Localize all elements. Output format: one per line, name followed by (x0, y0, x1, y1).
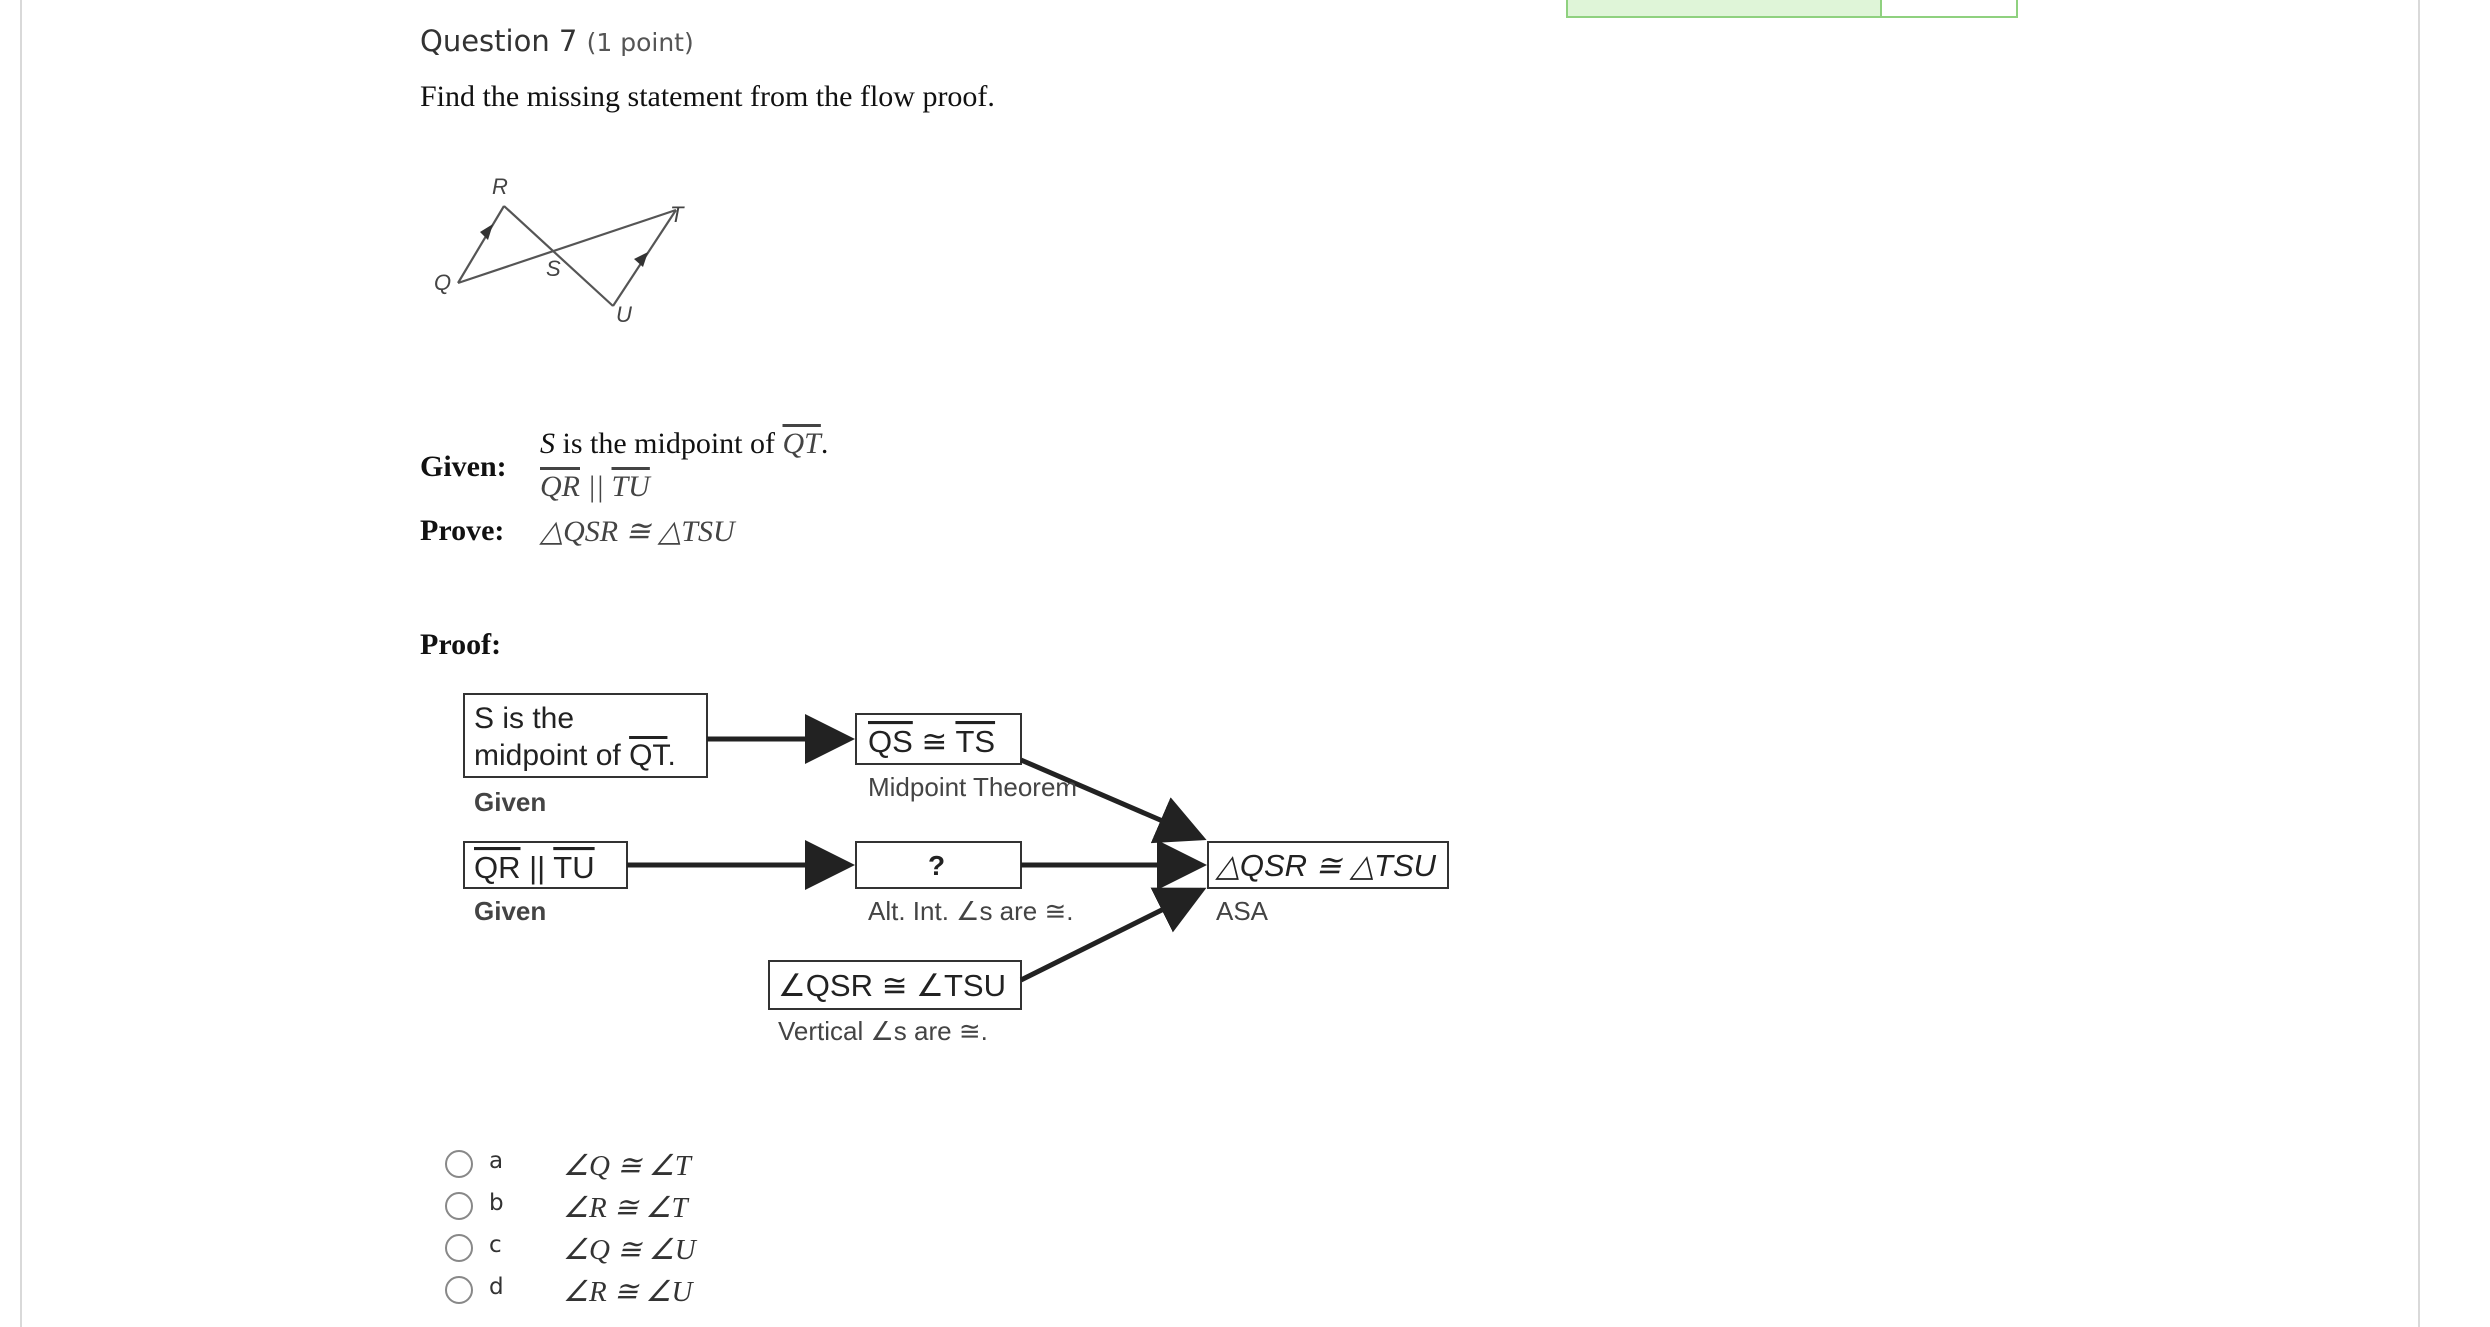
proof-box-missing (855, 841, 1022, 889)
given-statement-2: QR || TU (540, 470, 650, 504)
box2-segment-qs: QS (868, 724, 913, 759)
given-statement-1: S is the midpoint of QT. (540, 427, 828, 461)
box3-text: QR || TU (474, 850, 595, 885)
page-border-left (20, 0, 22, 1327)
label-r: R (492, 174, 508, 199)
proof-box-qs-ts (855, 713, 1022, 765)
option-letter-c: c (489, 1232, 502, 1258)
option-b[interactable]: b ∠R ≅ ∠T (445, 1190, 745, 1230)
box2-reason: Midpoint Theorem (868, 772, 1077, 802)
proof-box-vertical (768, 960, 1022, 1010)
box1-period: . (667, 739, 675, 772)
given-segment-qt: QT (782, 427, 821, 460)
given-point-s: S (540, 427, 555, 460)
option-letter-a: a (489, 1148, 504, 1174)
question-title: Question 7 (420, 24, 578, 58)
proof-label: Proof: (420, 628, 502, 661)
option-letter-b: b (489, 1190, 504, 1216)
box5-text: ∠QSR ≅ ∠TSU (778, 968, 1006, 1003)
proof-box-conclusion (1207, 841, 1449, 889)
given-period: . (820, 427, 829, 460)
option-text-b: ∠R ≅ ∠T (563, 1192, 688, 1224)
box4-reason: Alt. Int. ∠s are ≅. (868, 896, 1074, 926)
question-prompt: Find the missing statement from the flow… (420, 80, 995, 113)
radio-c[interactable] (445, 1234, 473, 1262)
label-s: S (546, 256, 561, 281)
box2-congruent: ≅ (913, 724, 956, 759)
triangle-figure: R T Q S U (434, 174, 685, 327)
arrow-box5-box6 (1019, 887, 1207, 983)
option-text-c: ∠Q ≅ ∠U (563, 1234, 696, 1266)
box1-reason: Given (474, 787, 546, 817)
parallel-arrow-tu (634, 252, 648, 267)
box6-reason: ASA (1216, 896, 1269, 926)
box2-text: QS ≅ TS (868, 724, 995, 759)
prove-label: Prove: (420, 514, 505, 547)
box3-reason: Given (474, 896, 546, 926)
option-c[interactable]: c ∠Q ≅ ∠U (445, 1232, 745, 1272)
proof-box-qr-tu (463, 841, 628, 889)
radio-a[interactable] (445, 1150, 473, 1178)
box1-line2-prefix: midpoint of (474, 739, 629, 772)
option-d[interactable]: d ∠R ≅ ∠U (445, 1274, 745, 1314)
box3-segment-qr: QR (474, 850, 521, 885)
segment-qr (457, 205, 505, 284)
option-a[interactable]: a ∠Q ≅ ∠T (445, 1148, 745, 1188)
flow-proof-diagram: S is the midpoint of QT. Given QS ≅ TS M… (463, 693, 1449, 1046)
radio-d[interactable] (445, 1276, 473, 1304)
given-text-1: is the midpoint of (555, 427, 783, 460)
question-header: Question 7 (1 point) (420, 24, 694, 58)
given-segment-tu: TU (611, 470, 650, 503)
label-t: T (670, 202, 685, 227)
box5-reason: Vertical ∠s are ≅. (778, 1016, 988, 1046)
question-points: (1 point) (586, 28, 694, 57)
box4-text: ? (928, 850, 945, 881)
parallel-arrow-qr (480, 224, 493, 240)
box6-text: △QSR ≅ △TSU (1215, 848, 1437, 883)
given-label: Given: (420, 450, 507, 483)
given-parallel: || (580, 470, 612, 503)
proof-box-given-midpoint (463, 693, 708, 778)
radio-b[interactable] (445, 1192, 473, 1220)
segment-ru (503, 205, 614, 307)
page-border-right (2418, 0, 2420, 1327)
option-text-a: ∠Q ≅ ∠T (563, 1150, 691, 1182)
progress-bar (1566, 0, 2018, 18)
prove-statement: △QSR ≅ △TSU (540, 515, 735, 548)
arrow-box2-box6 (1020, 757, 1207, 844)
box3-parallel: || (521, 850, 554, 885)
label-u: U (616, 302, 632, 327)
segment-qt (457, 208, 677, 285)
given-segment-qr: QR (540, 470, 580, 503)
box2-segment-ts: TS (955, 724, 995, 759)
box1-segment-qt: QT (629, 739, 670, 772)
option-letter-d: d (489, 1274, 504, 1300)
box3-segment-tu: TU (553, 850, 594, 885)
box1-line1: S is the (474, 702, 574, 735)
box1-line2: midpoint of QT. (474, 739, 676, 772)
label-q: Q (434, 270, 451, 295)
option-text-d: ∠R ≅ ∠U (563, 1276, 693, 1308)
progress-fill (1568, 0, 1882, 16)
